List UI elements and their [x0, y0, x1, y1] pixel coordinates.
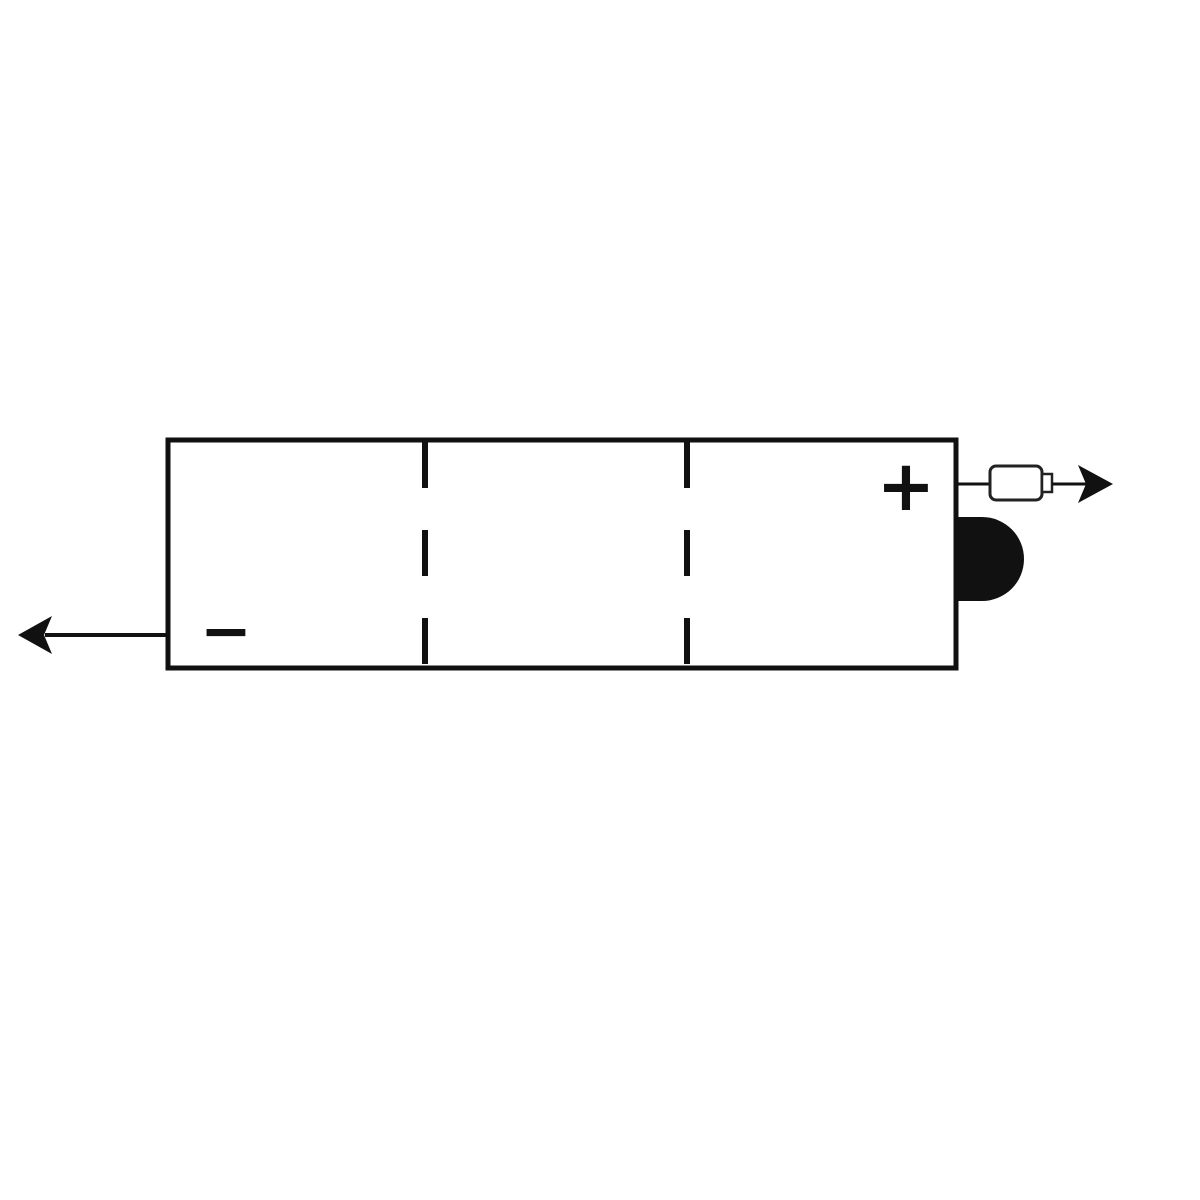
arrow-left-icon — [18, 616, 52, 654]
negative-terminal-label: − — [200, 594, 252, 667]
battery-case — [165, 437, 959, 671]
vent-cap-icon — [956, 517, 1024, 601]
negative-lead — [18, 616, 168, 654]
arrow-right-icon — [1078, 465, 1113, 503]
positive-terminal-label: + — [877, 445, 936, 527]
inline-fuse-icon — [988, 464, 1054, 502]
positive-lead — [956, 464, 1113, 503]
